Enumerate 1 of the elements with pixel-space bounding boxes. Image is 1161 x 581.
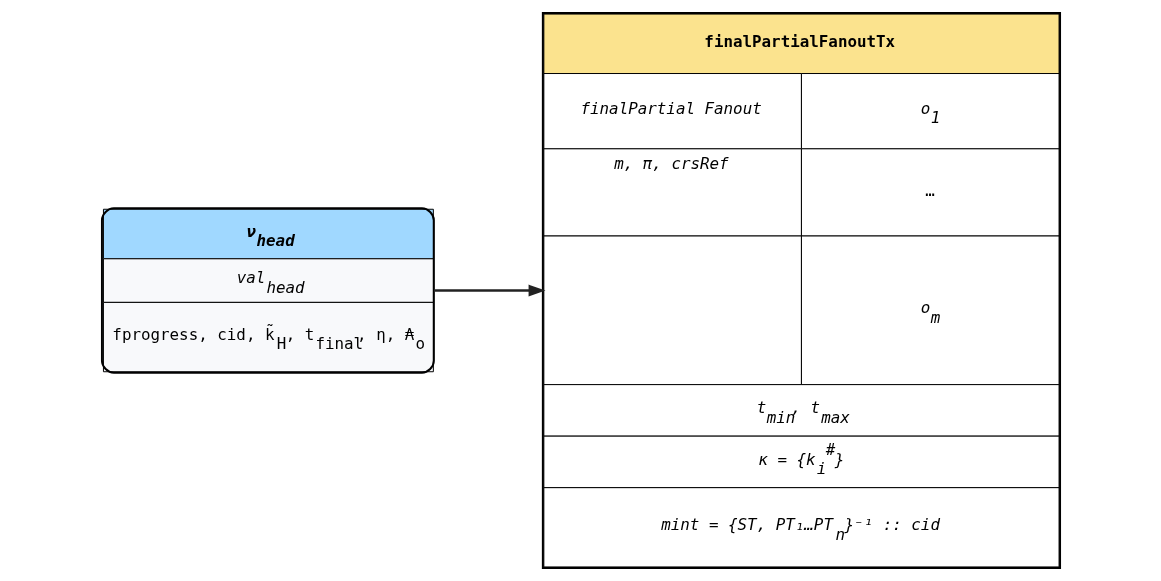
arrow xyxy=(434,284,545,297)
